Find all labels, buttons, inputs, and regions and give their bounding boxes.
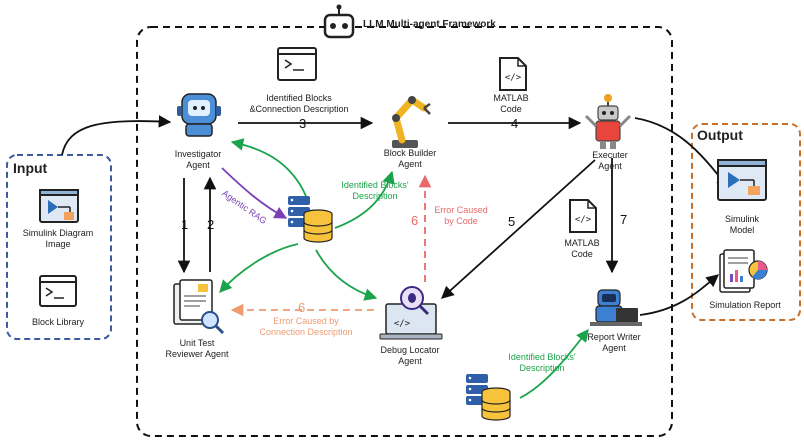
edge-3-label: Identified Blocks &Connection Descriptio… [249,93,349,114]
edge-agentic-rag [221,167,288,219]
edge-6-code-label: Error Caused by Code [434,205,488,226]
database-icon [288,196,333,243]
output-box [691,123,801,321]
framework-boundary [136,26,673,437]
laptop-bug-icon: </> [379,286,443,340]
robot-arm-icon [392,96,431,148]
svg-text:</>: </> [394,319,411,329]
svg-text:</>: </> [575,215,592,225]
agent-unit-test: Unit Test Reviewer Agent [165,338,229,359]
edge-5-number: 5 [508,214,516,229]
svg-text:</>: </> [505,73,522,83]
edge-db-to-investigator [230,138,307,197]
edge-6-connection-number: 6 [298,300,306,315]
robot-executer-icon [584,94,632,149]
edge-6-code-number: 6 [411,213,419,228]
edge-report-writer-to-report [639,274,719,316]
edge-input-to-investigator [61,115,172,156]
edge-db2-to-report-writer [519,329,589,399]
agent-block-builder: Block Builder Agent [383,148,437,169]
code-file-icon-2: </> [569,199,597,233]
edge-6-connection-label: Error Caused by Connection Description [259,316,353,337]
edge-7-label: MATLAB Code [564,238,600,259]
robot-laptop-icon [590,289,642,326]
database-icon-2 [466,374,511,421]
simulink-model-icon [717,159,767,201]
edge-7-number: 7 [620,212,628,227]
edge-1-number: 1 [181,217,189,232]
edge-db-to-block-builder [334,170,395,229]
block-library-icon [39,275,77,307]
input-item-simulink-diagram: Simulink Diagram Image [22,228,94,249]
identified-blocks-label-1: Identified Blocks' Description [341,180,409,201]
edge-db-to-debug [315,249,378,301]
identified-blocks-label-2: Identified Blocks' Description [508,352,576,373]
input-item-block-library: Block Library [31,317,85,327]
robot-icon [323,4,355,39]
document-search-icon [173,279,225,335]
edge-db-to-unit-test [219,243,299,293]
edge-4-label: MATLAB Code [493,93,529,114]
output-item-simulink-model: Simulink Model [724,214,759,235]
framework-title: LLM Multi-agent Framework [363,19,496,30]
input-title: Input [13,160,48,176]
input-box [6,154,112,340]
agent-executer: Executer Agent [592,150,628,171]
investigator-robot-icon [177,93,221,137]
code-file-icon: </> [499,57,527,91]
edge-2-number: 2 [207,217,215,232]
output-item-simulation-report: Simulation Report [709,300,781,310]
agent-debug: Debug Locator Agent [380,345,440,366]
output-title: Output [697,127,743,143]
agent-investigator: Investigator Agent [174,149,222,170]
edge-5 [441,159,596,299]
edge-4-number: 4 [511,116,519,131]
terminal-icon [277,47,317,81]
report-chart-icon [719,249,768,293]
simulink-diagram-icon [39,189,79,223]
edge-3-number: 3 [299,116,307,131]
agent-report-writer: Report Writer Agent [587,332,641,353]
